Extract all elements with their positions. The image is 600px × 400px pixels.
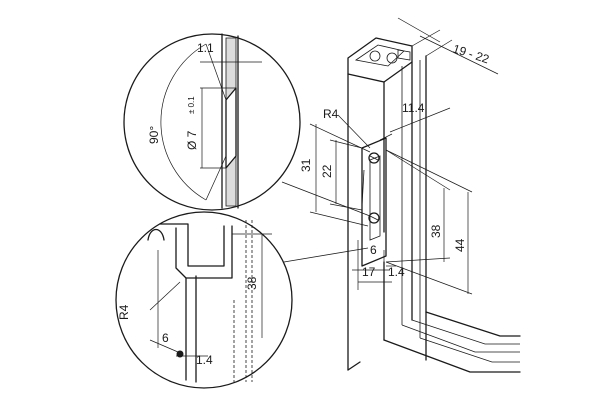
label-radius-main: R4 [323,107,339,121]
label-height-38-main: 38 [429,224,443,238]
label-detail-width-1-4: 1.4 [196,353,213,367]
label-frame-depth: 19 - 22 [451,42,491,67]
label-detail-diameter: Ø 7 [185,130,199,150]
main-dimensions [309,17,499,295]
label-height-44: 44 [453,238,467,252]
label-width-17: 17 [362,265,376,279]
label-detail-width-6: 6 [162,331,169,345]
label-width-1-4-main: 1.4 [388,265,405,279]
label-height-22: 22 [320,164,334,178]
detail-connector-top [281,181,371,217]
detail-view-edge [115,211,293,389]
label-detail-tolerance: ± 0.1 [187,96,196,114]
label-detail-angle: 90° [147,126,161,144]
label-detail-thickness: 1.1 [197,41,214,55]
label-width-6-main: 6 [370,243,377,257]
strike-plate [361,137,387,267]
label-detail-radius: R4 [117,304,131,320]
label-height-31: 31 [299,158,313,172]
screw-hole-bottom [368,212,380,224]
label-detail-height-38: 38 [245,276,259,290]
detail-view-hole [123,33,301,211]
screw-hole-top [368,152,380,164]
detail-connector-bottom [283,247,369,263]
door-frame-profile [347,37,521,373]
label-offset-right: 11.4 [402,101,425,115]
